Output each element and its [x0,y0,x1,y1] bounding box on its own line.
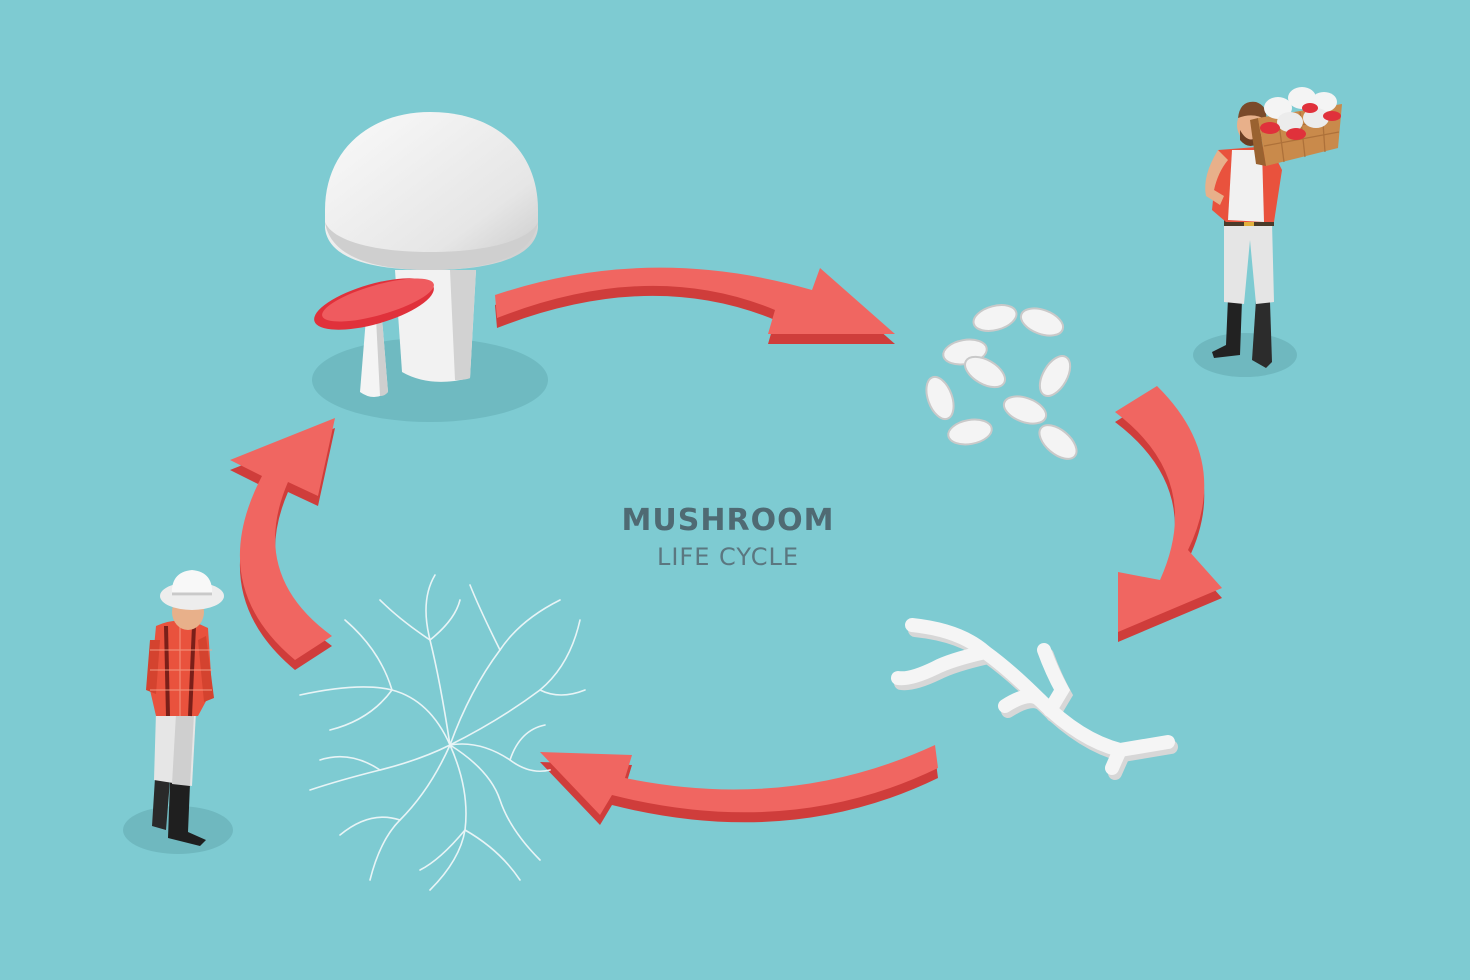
spores-stage [925,304,1078,460]
arrow-bottom [540,745,938,825]
mushroom-stage [312,112,548,422]
farmer-with-hat [123,570,233,854]
arrow-left [230,418,335,670]
arrow-top [495,267,895,344]
diagram-title: MUSHROOM [621,503,835,538]
picker-with-basket [1193,87,1342,377]
hyphae-stage [891,618,1178,780]
arrow-right [1115,386,1222,642]
mycelium-stage [299,574,586,891]
diagram-subtitle: LIFE CYCLE [656,543,800,571]
